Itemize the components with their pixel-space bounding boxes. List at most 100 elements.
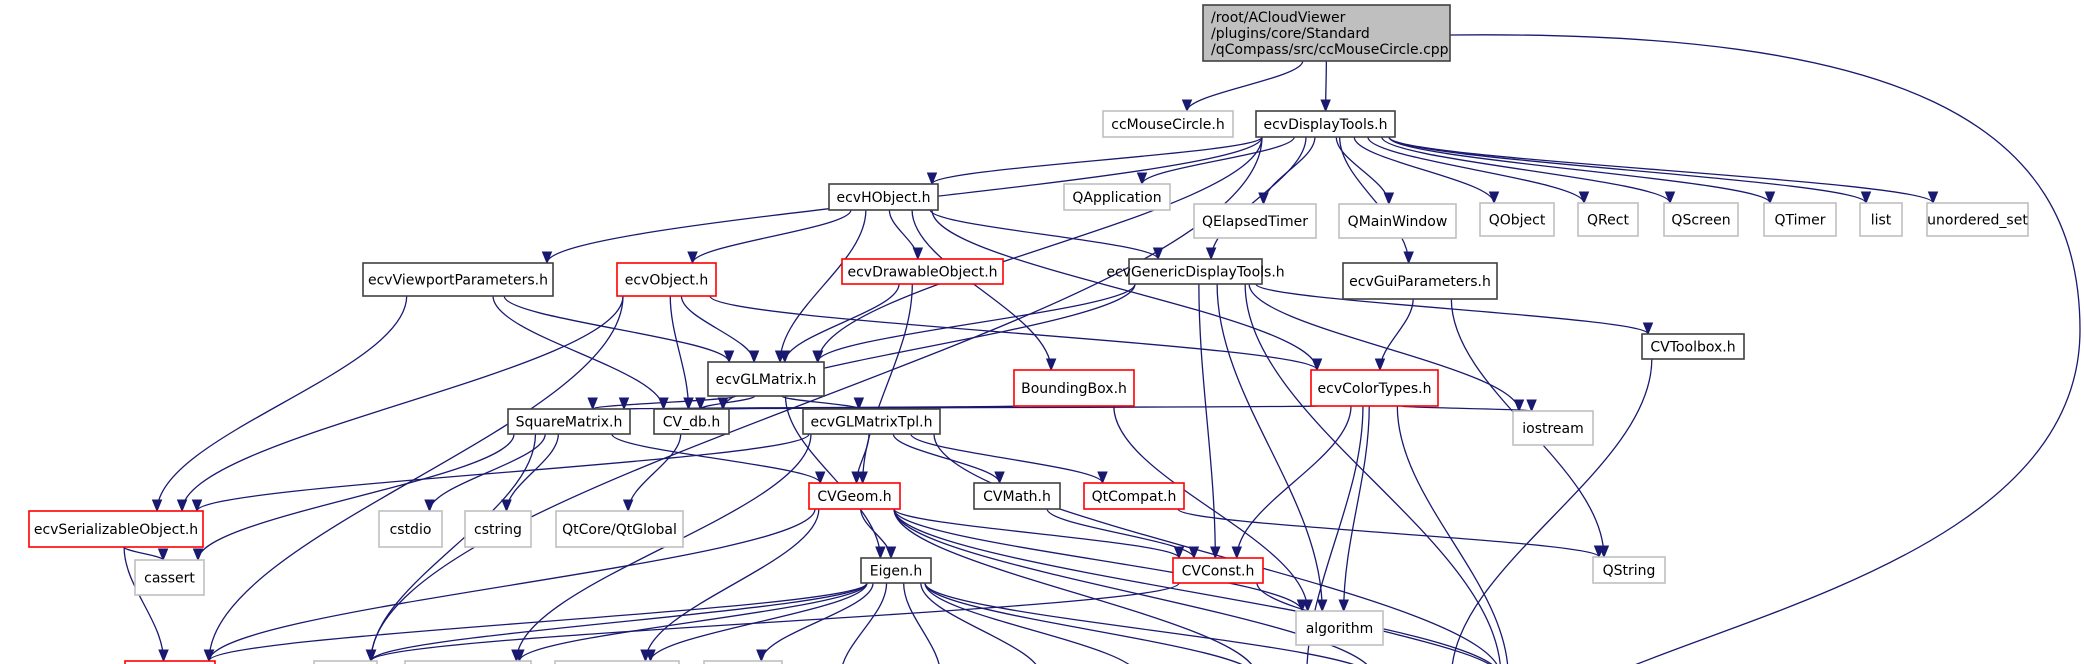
- node-box: [362, 262, 554, 297]
- node-box: [1763, 202, 1837, 237]
- edge-Eigen_h-to-Eigen_Core: [924, 582, 1242, 664]
- arrowhead-icon: [683, 397, 694, 411]
- arrowhead-icon: [1045, 358, 1057, 372]
- node-box: [1512, 410, 1594, 446]
- edge-line: [779, 209, 867, 363]
- arrowhead-icon: [1173, 546, 1185, 560]
- arrowhead-icon: [192, 548, 204, 562]
- edge-line: [760, 582, 874, 662]
- node-box: [1202, 4, 1451, 62]
- node-label: ecvDrawableObject.h: [847, 265, 997, 281]
- edge-ecvGenericDisplayTools_h-to-algorithm: [1216, 283, 1328, 613]
- node-label: QElapsedTimer: [1202, 214, 1308, 230]
- node-label: QtCompat.h: [1092, 489, 1177, 505]
- node-box: [616, 262, 717, 297]
- arrowhead-icon: [1136, 172, 1148, 186]
- edge-line: [1198, 283, 1216, 559]
- edge-line: [428, 433, 546, 512]
- node-cvtypes-h[interactable]: CVTypes.h: [124, 660, 216, 664]
- node-ecvobject-h[interactable]: ecvObject.h: [616, 262, 717, 297]
- node-label: QTimer: [1774, 213, 1825, 229]
- edge-line: [505, 433, 559, 512]
- edge-line: [1216, 283, 1323, 612]
- node-cstring: cstring: [464, 510, 532, 548]
- edge-line: [842, 582, 888, 664]
- arrowhead-icon: [1578, 191, 1590, 205]
- arrowhead-icon: [658, 397, 669, 411]
- node-label: CV_db.h: [663, 415, 720, 431]
- node-cvgeom-h[interactable]: CVGeom.h: [808, 482, 901, 510]
- edge-line: [691, 209, 852, 264]
- node-label: cassert: [144, 571, 195, 587]
- node-label: ecvDisplayTools.h: [1263, 117, 1387, 133]
- node-ecvguiparameters-h[interactable]: ecvGuiParameters.h: [1342, 262, 1498, 300]
- edge-Eigen_h-to-vector: [365, 582, 868, 663]
- node-box: [378, 510, 443, 548]
- node-box: [1577, 202, 1639, 237]
- node-label: cstdio: [390, 522, 432, 538]
- node-cvconst-h[interactable]: CVConst.h: [1172, 557, 1264, 584]
- edge-line: [893, 508, 1303, 612]
- edge-ecvColorTypes_h-to-cmath: [1396, 405, 1509, 664]
- edge-ecvDisplayTools_h-to-QObject: [1353, 136, 1500, 205]
- node-boundingbox-h[interactable]: BoundingBox.h: [1013, 369, 1135, 407]
- edge-ecvGLMatrix_h-to-Eigen_h: [784, 395, 886, 560]
- node-cvtoolbox-h[interactable]: CVToolbox.h: [1641, 333, 1745, 360]
- arrowhead-icon: [875, 546, 886, 560]
- edge-line: [197, 433, 515, 561]
- arrowhead-icon: [587, 397, 598, 411]
- node-root: /root/ACloudViewer/plugins/core/Standard…: [1202, 4, 1451, 62]
- edge-BoundingBox_h-to-SquareMatrix_h: [618, 397, 1021, 411]
- arrowhead-icon: [695, 397, 706, 411]
- node-box: [1342, 262, 1498, 300]
- edge-line: [1381, 136, 1671, 204]
- arrowhead-icon: [541, 251, 553, 265]
- edge-line: [1244, 283, 1501, 664]
- node-box: [1013, 369, 1135, 407]
- node-ecvglmatrix-h[interactable]: ecvGLMatrix.h: [707, 361, 825, 397]
- edge-ecvDisplayTools_h-to-ecvGLMatrix_h: [812, 136, 1263, 364]
- node-ecvserializableobject-h[interactable]: ecvSerializableObject.h: [28, 510, 204, 548]
- node-label: cstring: [474, 522, 522, 538]
- arrowhead-icon: [723, 350, 735, 364]
- node-box: [1663, 202, 1739, 237]
- edge-line: [924, 582, 1130, 664]
- node-label: /qCompass/src/ccMouseCircle.cpp: [1211, 42, 1449, 58]
- node-qtcore-qtglobal: QtCore/QtGlobal: [555, 510, 684, 548]
- node-squarematrix-h[interactable]: SquareMatrix.h: [507, 408, 631, 435]
- edge-line: [123, 546, 164, 561]
- edge-ecvObject_h-to-ecvColorTypes_h: [709, 295, 1323, 372]
- node-cvmath-h[interactable]: CVMath.h: [973, 482, 1061, 510]
- edge-line: [1113, 405, 1309, 612]
- edge-ecvSerializableObject_h-to-CVTypes_h: [123, 546, 169, 663]
- node-ecvdrawableobject-h[interactable]: ecvDrawableObject.h: [841, 258, 1004, 285]
- node-cv-db-h[interactable]: CV_db.h: [653, 408, 730, 435]
- node-ecvglmatrixtpl-h[interactable]: ecvGLMatrixTpl.h: [802, 408, 941, 435]
- node-ecvdisplaytools-h[interactable]: ecvDisplayTools.h: [1255, 110, 1396, 138]
- edge-line: [1451, 358, 1653, 664]
- arrowhead-icon: [1181, 99, 1193, 113]
- node-eigen-h[interactable]: Eigen.h: [860, 557, 932, 584]
- node-box: [841, 258, 1004, 285]
- edge-line: [1141, 136, 1295, 185]
- edge-ecvObject_h-to-ecvSerializableObject_h: [176, 295, 624, 513]
- edge-ecvDisplayTools_h-to-QTimer: [1388, 136, 1776, 205]
- arrowhead-icon: [717, 397, 729, 411]
- node-qtcompat-h[interactable]: QtCompat.h: [1083, 482, 1185, 510]
- node-eigen-geometry: Eigen/Geometry: [404, 660, 532, 664]
- node-ecvviewportparameters-h[interactable]: ecvViewportParameters.h: [362, 262, 554, 297]
- node-box: [1479, 202, 1555, 237]
- arrowhead-icon: [365, 649, 377, 663]
- edge-line: [893, 508, 1180, 559]
- node-label: ecvGLMatrix.h: [716, 372, 817, 388]
- edge-line: [1236, 405, 1352, 559]
- edge-ecvHObject_h-to-ecvObject_h: [687, 209, 852, 265]
- node-ecvgenericdisplaytools-h[interactable]: ecvGenericDisplayTools.h: [1106, 258, 1285, 285]
- node-label: CVToolbox.h: [1650, 340, 1735, 356]
- edge-ecvGenericDisplayTools_h-to-cmath: [1244, 283, 1501, 664]
- node-cstdio: cstdio: [378, 510, 443, 548]
- node-label: algorithm: [1306, 621, 1374, 637]
- node-ecvhobject-h[interactable]: ecvHObject.h: [828, 183, 939, 211]
- node-ecvcolortypes-h[interactable]: ecvColorTypes.h: [1310, 369, 1439, 407]
- node-label: CVConst.h: [1182, 564, 1255, 580]
